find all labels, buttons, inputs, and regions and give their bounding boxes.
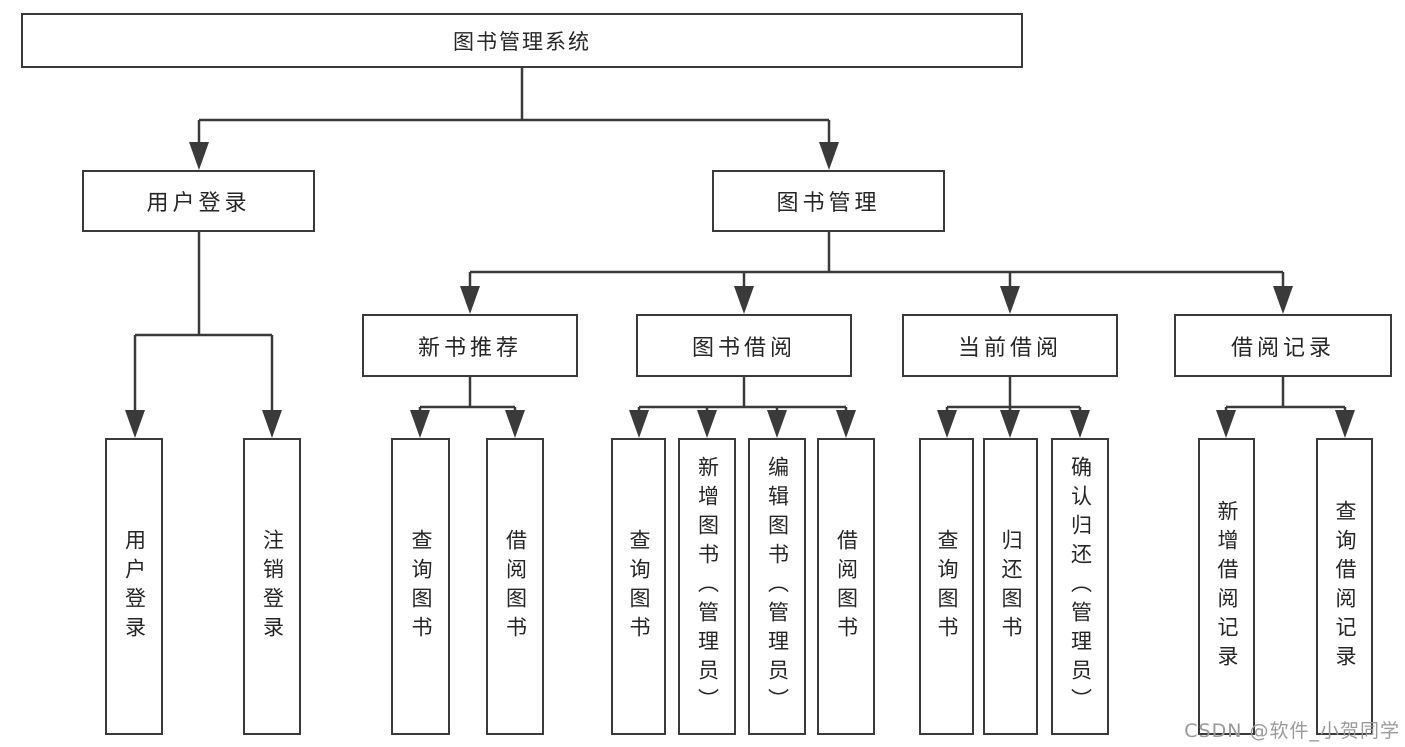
arrowhead-down-icon <box>189 142 209 170</box>
node-borrowing-records: 借阅记录 <box>1174 314 1392 377</box>
arrowhead-down-icon <box>1335 410 1355 438</box>
arrowhead-down-icon <box>125 410 145 438</box>
node-book-management: 图书管理 <box>712 170 945 232</box>
leaf-add-books-admin: 新增图书（管理员） <box>678 438 736 735</box>
csdn-watermark: CSDN @软件_小贺同学 <box>1184 720 1400 742</box>
leaf-edit-books-admin: 编辑图书（管理员） <box>748 438 806 735</box>
arrowhead-down-icon <box>1000 410 1020 438</box>
leaf-query-books-current: 查询图书 <box>919 438 974 735</box>
arrowhead-down-icon <box>734 286 754 314</box>
arrowhead-down-icon <box>460 286 480 314</box>
arrowhead-down-icon <box>937 410 957 438</box>
arrowhead-down-icon <box>505 410 525 438</box>
arrowhead-down-icon <box>1070 410 1090 438</box>
arrowhead-down-icon <box>697 410 717 438</box>
leaf-query-books-recommend: 查询图书 <box>391 438 450 735</box>
arrowhead-down-icon <box>819 142 839 170</box>
node-current-borrowing: 当前借阅 <box>902 314 1118 377</box>
leaf-borrow-books-borrowing: 借阅图书 <box>817 438 875 735</box>
leaf-query-books-borrowing: 查询图书 <box>611 438 666 735</box>
arrowhead-down-icon <box>1273 286 1293 314</box>
arrowhead-down-icon <box>767 410 787 438</box>
arrowhead-down-icon <box>262 410 282 438</box>
leaf-borrow-books-recommend: 借阅图书 <box>486 438 544 735</box>
node-book-borrowing: 图书借阅 <box>636 314 852 377</box>
arrowhead-down-icon <box>629 410 649 438</box>
arrowhead-down-icon <box>410 410 430 438</box>
node-user-login: 用户登录 <box>82 170 315 232</box>
leaf-add-borrow-record: 新增借阅记录 <box>1198 438 1255 735</box>
leaf-user-login: 用户登录 <box>105 438 163 735</box>
leaf-query-borrow-record: 查询借阅记录 <box>1316 438 1373 735</box>
arrowhead-down-icon <box>1216 410 1236 438</box>
arrowhead-down-icon <box>1000 286 1020 314</box>
leaf-confirm-return-admin: 确认归还（管理员） <box>1051 438 1109 735</box>
leaf-return-books: 归还图书 <box>983 438 1038 735</box>
node-new-book-recommendation: 新书推荐 <box>362 314 578 377</box>
leaf-logout: 注销登录 <box>243 438 301 735</box>
node-library-management-system: 图书管理系统 <box>21 13 1023 68</box>
arrowhead-down-icon <box>836 410 856 438</box>
